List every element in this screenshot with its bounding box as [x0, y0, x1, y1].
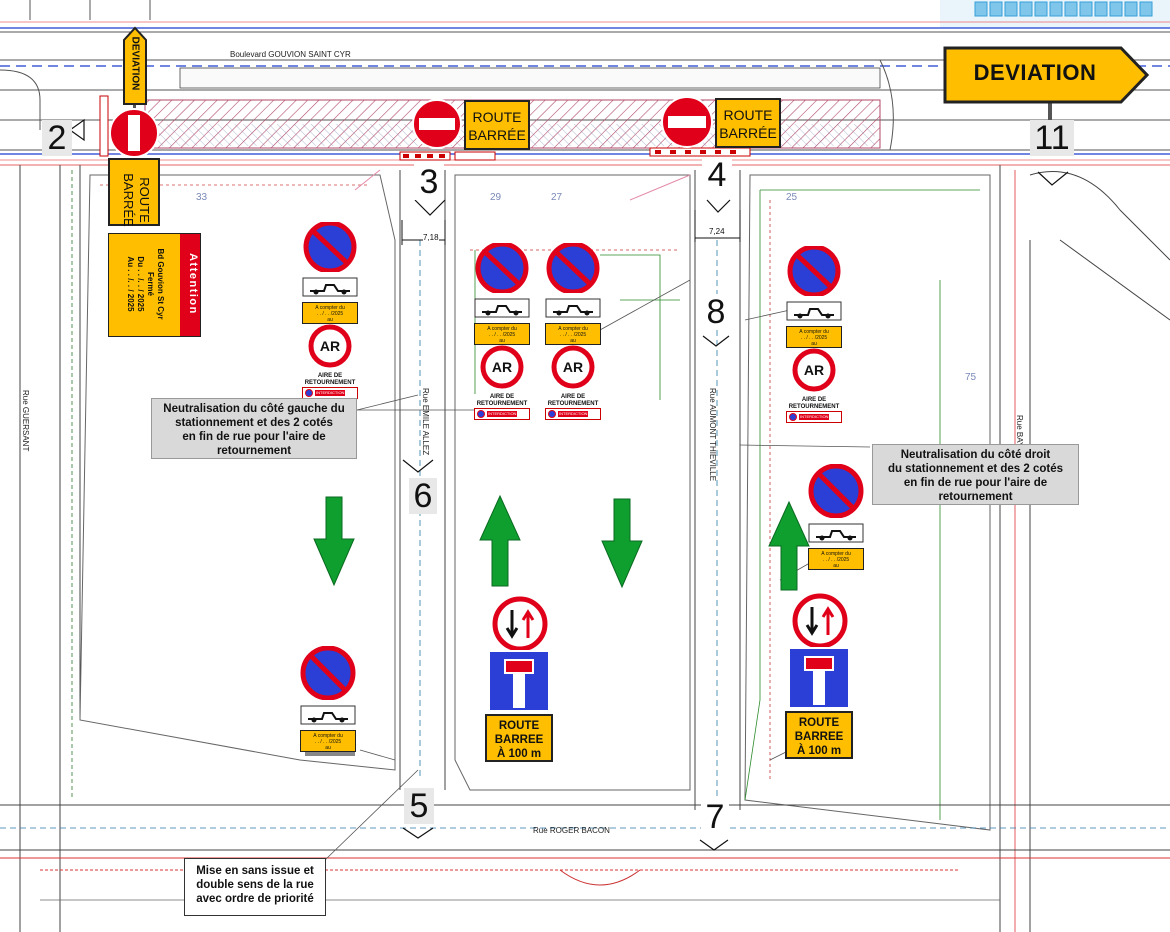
- interdiction-strip: INTERDICTION: [474, 408, 530, 420]
- street-name-aumont-thieville: Rue AUMONT THIEVILLE: [708, 388, 717, 482]
- date-panel: A compter du . . / . . /2025 au: [545, 323, 601, 345]
- no-parking-mini-icon: [477, 410, 485, 418]
- dead-end-sign-icon: [788, 647, 850, 709]
- no-parking-sign-icon: [303, 220, 357, 274]
- priority-oncoming-sign-icon: [792, 593, 848, 649]
- tow-truck-icon: [808, 523, 864, 543]
- tow-truck-icon: [786, 301, 842, 321]
- no-parking-sign-icon: [808, 463, 864, 519]
- route-label: ROUTE: [137, 177, 152, 223]
- point-number-6: 6: [409, 478, 437, 514]
- date-panel: A compter du . . / . . /2025 au: [300, 730, 356, 752]
- aire-label: AIRE DE RETOURNEMENT: [545, 394, 601, 408]
- barree-label: BARRÉE: [468, 127, 526, 143]
- attention-line: Bd Gouvion St Cyr: [156, 248, 165, 320]
- no-parking-sign-icon: [475, 241, 529, 295]
- street-name-emile-allez: Rue EMILE ALLEZ: [421, 388, 430, 456]
- point-number-8: 8: [702, 294, 730, 330]
- street-name-roger-bacon: Rue ROGER BACON: [533, 826, 610, 835]
- route-barree-100m-sign: ROUTE BARREE À 100 m: [485, 714, 553, 762]
- no-parking-sign-icon: [787, 244, 841, 298]
- width-measure: 7,24: [709, 227, 725, 236]
- point-number-7: 7: [701, 799, 729, 835]
- route-barree-sign: ROUTE BARRÉE: [715, 98, 781, 148]
- deviation-label: DEVIATION: [973, 60, 1097, 85]
- no-parking-stack-small: A compter du . . / . . /2025 au: [808, 463, 864, 570]
- attention-line: Au . . /. . / 2025: [126, 256, 135, 312]
- dead-end-sign-icon: [488, 650, 550, 712]
- street-name-boulevard: Boulevard GOUVION SAINT CYR: [230, 50, 351, 59]
- deviation-arrow-sign-small: [123, 26, 147, 105]
- svg-text:AR: AR: [804, 362, 824, 378]
- route-barree-sign-vertical: ROUTE BARRÉE: [108, 158, 160, 227]
- date-panel: A compter du . . / . . /2025 au: [474, 323, 530, 345]
- deviation-arrow-sign: [943, 46, 1149, 104]
- point-number-2: 2: [42, 120, 72, 156]
- date-panel: A compter du . . / . . /2025 au: [808, 548, 864, 570]
- tow-truck-icon: [300, 705, 356, 725]
- lot-number: 25: [786, 192, 798, 203]
- width-measure: 7,18: [423, 233, 439, 242]
- interdiction-strip: INTERDICTION: [545, 408, 601, 420]
- aire-label: AIRE DE RETOURNEMENT: [474, 394, 530, 408]
- point-number-3: 3: [414, 164, 444, 200]
- no-parking-stack: A compter du . . / . . /2025 au AR AIRE …: [786, 244, 842, 423]
- turnaround-ar-sign-icon: AR: [480, 345, 524, 389]
- tow-truck-icon: [545, 298, 601, 318]
- interdiction-strip: INTERDICTION: [786, 411, 842, 423]
- svg-text:AR: AR: [320, 338, 340, 354]
- no-parking-stack: A compter du . . / . . /2025 au AR AIRE …: [474, 241, 530, 420]
- lot-number: 33: [196, 192, 208, 203]
- attention-line: Du . . /. . / 2025: [136, 256, 145, 312]
- note-bottom-sans-issue: Mise en sans issue et double sens de la …: [184, 858, 326, 916]
- lot-number: 27: [551, 192, 563, 203]
- no-parking-stack: A compter du . . / . . /2025 au AR AIRE …: [302, 220, 358, 399]
- no-entry-sign-icon: [412, 99, 462, 149]
- date-panel: A compter du . . / . . /2025 au: [302, 302, 358, 324]
- barree-label: BARRÉE: [121, 173, 136, 227]
- point-number-4: 4: [702, 157, 732, 193]
- route-barree-sign: ROUTE BARRÉE: [464, 100, 530, 150]
- svg-text:AR: AR: [492, 359, 512, 375]
- aire-label: AIRE DE RETOURNEMENT: [786, 397, 842, 411]
- attention-header: Attention: [187, 253, 199, 315]
- aire-label: AIRE DE RETOURNEMENT: [302, 373, 358, 387]
- lot-number: 29: [490, 192, 502, 203]
- arrow-down-icon: [601, 498, 643, 589]
- barree-label: BARRÉE: [719, 125, 777, 141]
- route-barree-100m-sign: ROUTE BARREE À 100 m: [785, 711, 853, 759]
- turnaround-ar-sign-icon: AR: [551, 345, 595, 389]
- turnaround-ar-sign-icon: AR: [308, 324, 352, 368]
- no-parking-mini-icon: [548, 410, 556, 418]
- arrow-up-icon: [768, 500, 810, 591]
- tow-truck-icon: [474, 298, 530, 318]
- no-parking-mini-icon: [789, 413, 797, 421]
- no-entry-sign-icon: [661, 96, 713, 148]
- no-parking-sign-icon: [546, 241, 600, 295]
- route-label: ROUTE: [723, 107, 773, 123]
- no-entry-sign-icon: [109, 108, 159, 158]
- lot-number: 75: [965, 372, 977, 383]
- street-name-bayen: Rue BAY: [1015, 415, 1024, 448]
- priority-oncoming-sign-icon: [492, 596, 548, 652]
- no-parking-stack-small: A compter du . . / . . /2025 au: [300, 645, 356, 752]
- route-label: ROUTE: [472, 109, 522, 125]
- svg-text:AR: AR: [563, 359, 583, 375]
- point-number-5: 5: [404, 788, 434, 824]
- no-parking-mini-icon: [305, 389, 313, 397]
- street-name-guersant: Rue GUERSANT: [21, 390, 30, 452]
- turnaround-ar-sign-icon: AR: [792, 348, 836, 392]
- attention-panel: Attention Bd Gouvion St Cyr Fermé Du . .…: [108, 233, 201, 337]
- date-panel: A compter du . . / . . /2025 au: [786, 326, 842, 348]
- point-number-11: 11: [1030, 120, 1074, 156]
- note-right-neutralisation: Neutralisation du côté droit du stationn…: [872, 444, 1079, 505]
- attention-line: Fermé: [146, 271, 155, 296]
- arrow-up-icon: [479, 494, 521, 587]
- no-parking-stack: A compter du . . / . . /2025 au AR AIRE …: [545, 241, 601, 420]
- deviation-label-small: DEVIATION: [129, 36, 141, 91]
- tow-truck-icon: [302, 277, 358, 297]
- note-left-neutralisation: Neutralisation du côté gauche du station…: [151, 398, 357, 459]
- no-parking-sign-icon: [300, 645, 356, 701]
- arrow-down-icon: [313, 496, 355, 587]
